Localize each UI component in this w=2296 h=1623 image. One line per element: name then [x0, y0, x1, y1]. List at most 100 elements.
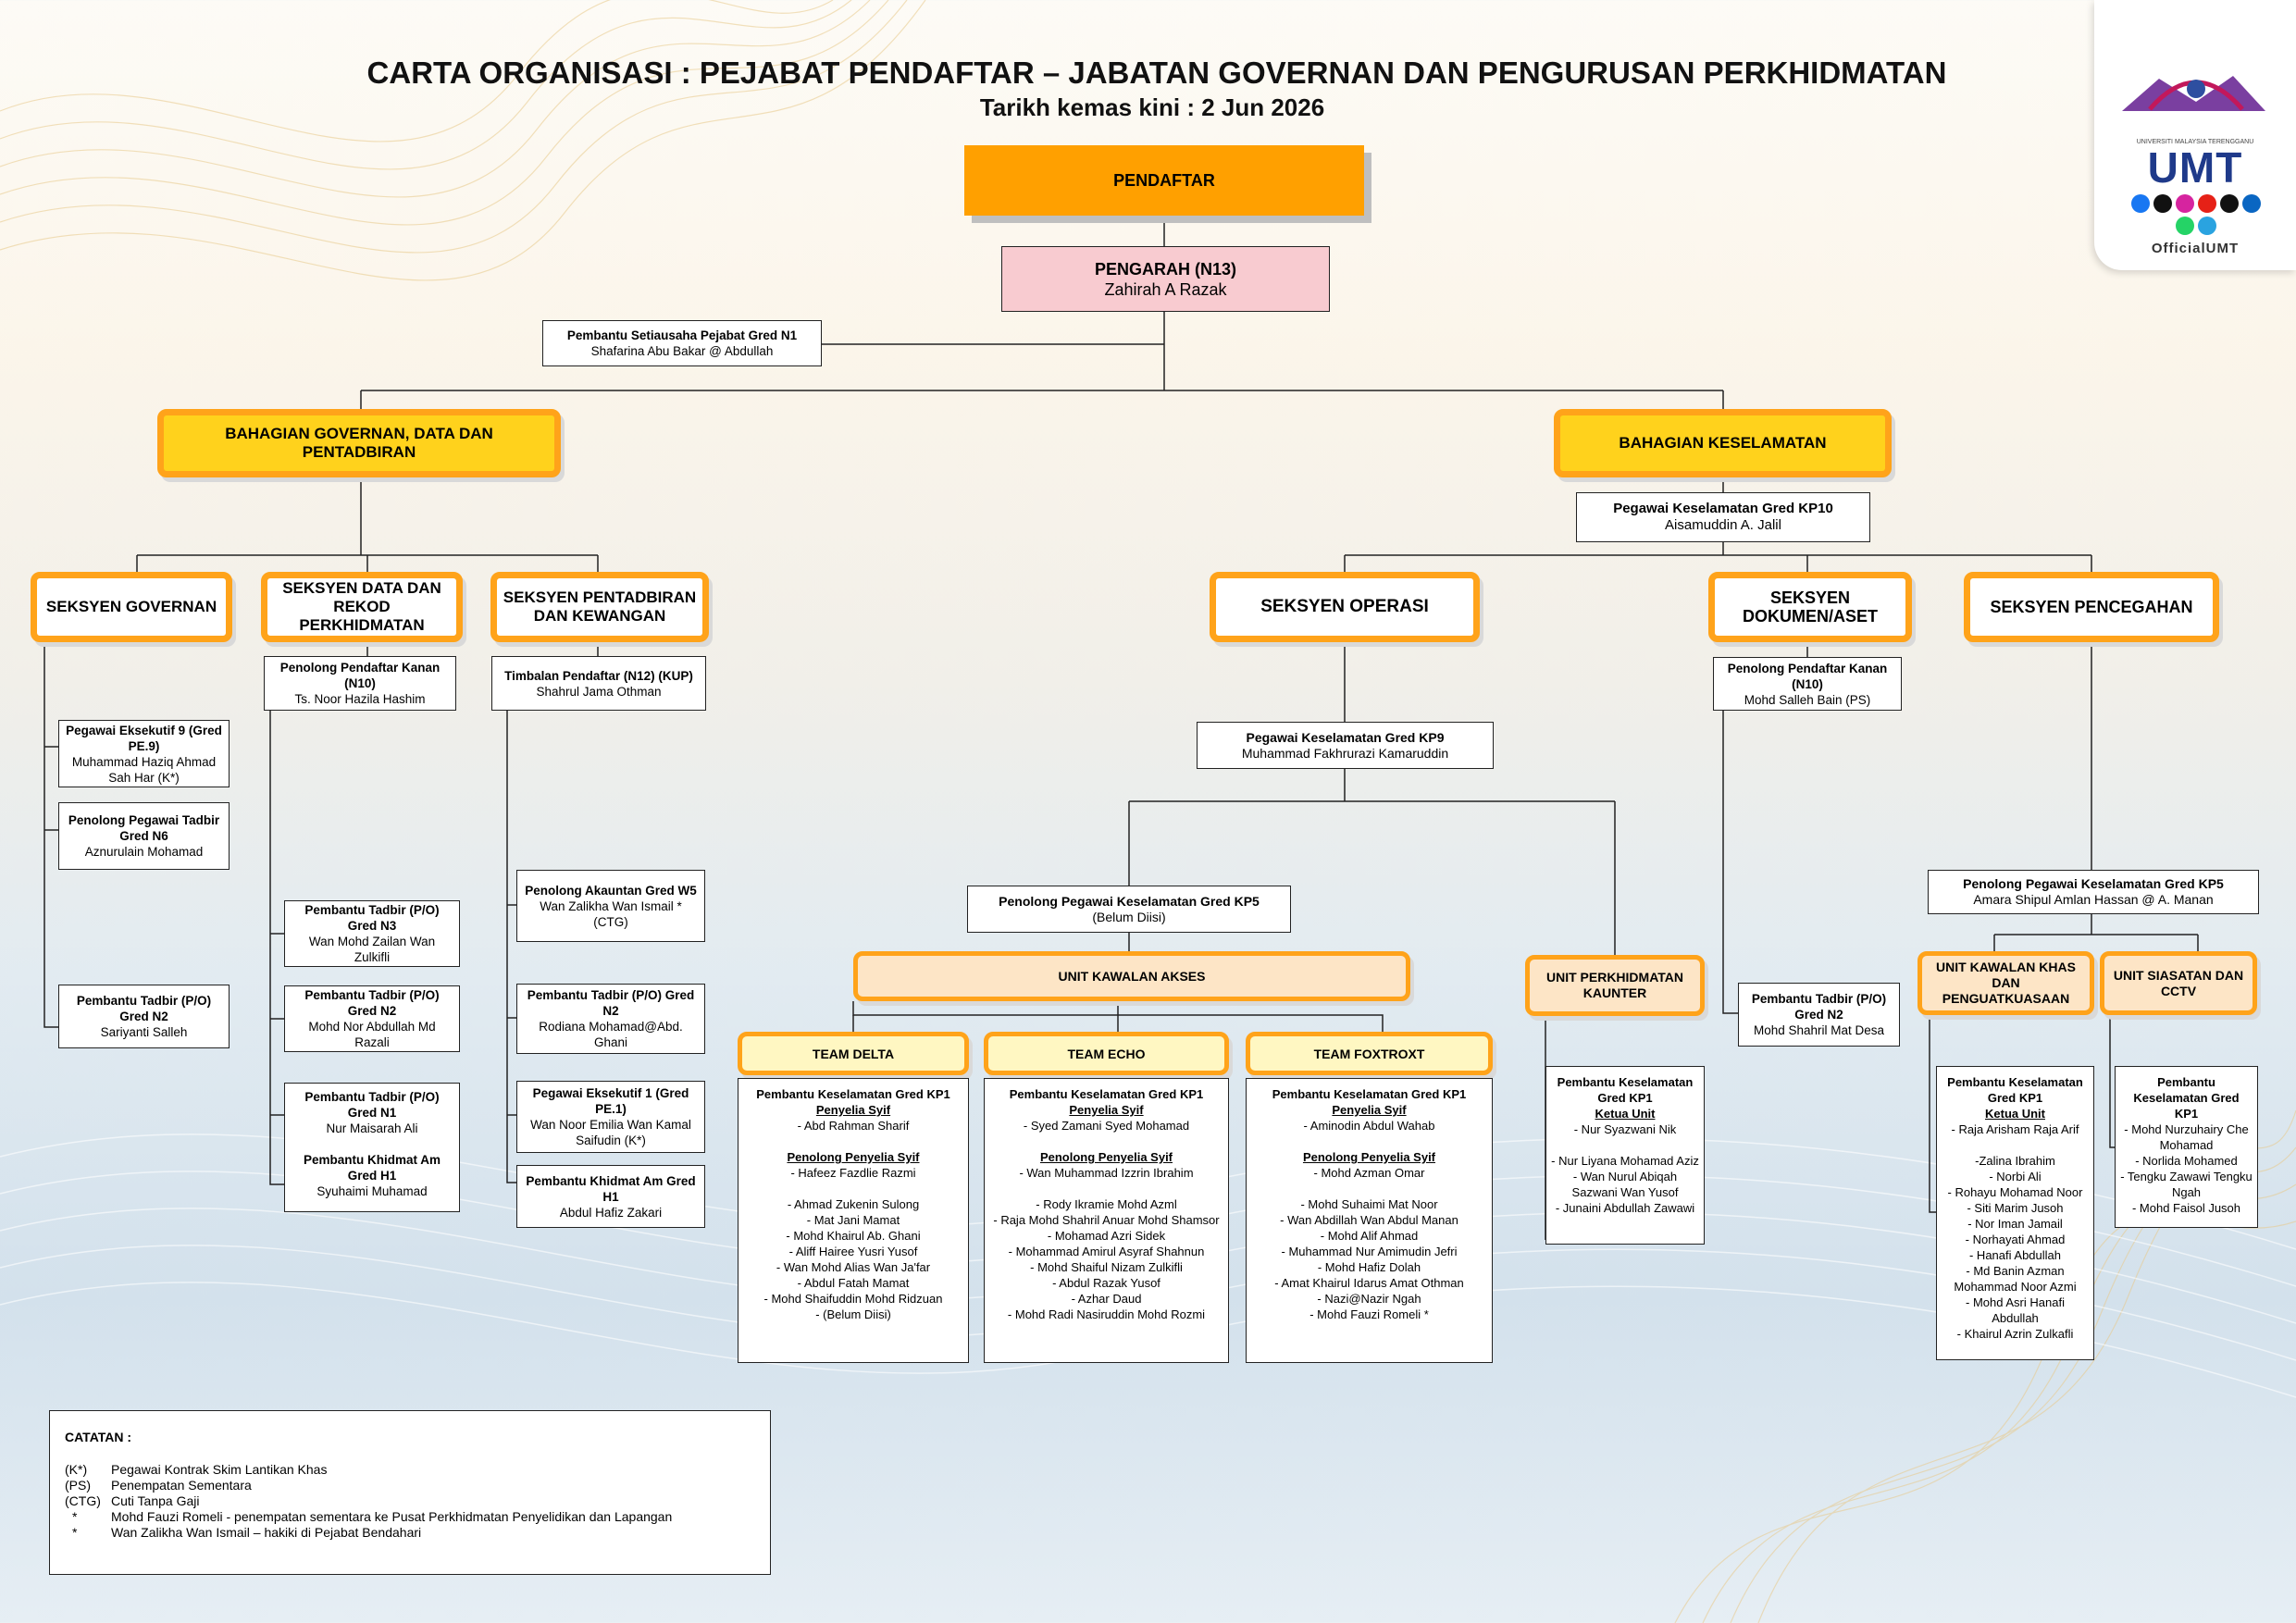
siasatan-cctv-list: Pembantu Keselamatan Gred KP1 - Mohd Nur… — [2115, 1066, 2258, 1228]
pencegahan-kp5-box: Penolong Pegawai Keselamatan Gred KP5 Am… — [1928, 870, 2259, 914]
list-item: - Wan Nurul Abiqah Sazwani Wan Yusof — [1571, 1170, 1679, 1199]
list-item: - Mohamad Azri Sidek — [1047, 1229, 1166, 1243]
logo-university-name: UNIVERSITI MALAYSIA TERENGGANU — [2136, 139, 2254, 145]
data-n1-box: Pembantu Tadbir (P/O) Gred N1 Nur Maisar… — [284, 1083, 460, 1212]
list-item: - Mat Jani Mamat — [806, 1213, 900, 1227]
team-foxtroxt-header: TEAM FOXTROXT — [1246, 1032, 1493, 1075]
kawalan-khas-lead: - Raja Arisham Raja Arif — [1951, 1122, 2079, 1136]
team-delta-sup: - Abd Rahman Sharif — [797, 1119, 910, 1133]
list-item: - Nur Liyana Mohamad Aziz — [1551, 1154, 1699, 1168]
instagram-icon — [2176, 194, 2194, 213]
kaunter-list: Pembantu Keselamatan Gred KP1 Ketua Unit… — [1545, 1066, 1705, 1245]
catatan-row: (K*)Pegawai Kontrak Skim Lantikan Khas — [65, 1462, 755, 1478]
unit-siasatan-cctv-box: UNIT SIASATAN DAN CCTV — [2100, 951, 2257, 1015]
kawalan-khas-sub: Ketua Unit — [1985, 1107, 2045, 1121]
list-item: - Mohd Suhaimi Mat Noor — [1300, 1197, 1438, 1211]
catatan-heading: CATATAN : — [65, 1430, 132, 1444]
list-item: - Ahmad Zukenin Sulong — [787, 1197, 920, 1211]
pengarah-name: Zahirah A Razak — [1104, 279, 1227, 299]
operasi-kp5-box: Penolong Pegawai Keselamatan Gred KP5 (B… — [967, 886, 1291, 933]
team-echo-sup: - Syed Zamani Syed Mohamad — [1023, 1119, 1190, 1133]
list-item: - Wan Abdillah Wan Abdul Manan — [1280, 1213, 1458, 1227]
seksyen-pencegahan-box: SEKSYEN PENCEGAHAN — [1964, 572, 2219, 642]
list-item: - Rody Ikramie Mohd Azml — [1036, 1197, 1177, 1211]
seksyen-governan-box: SEKSYEN GOVERNAN — [31, 572, 232, 642]
kaunter-head: Pembantu Keselamatan Gred KP1 — [1557, 1075, 1694, 1105]
youtube-icon — [2198, 194, 2216, 213]
operasi-kp9-title: Pegawai Keselamatan Gred KP9 — [1246, 729, 1445, 745]
pentadbiran-head-name: Shahrul Jama Othman — [536, 684, 662, 699]
setiausaha-name: Shafarina Abu Bakar @ Abdullah — [590, 344, 774, 358]
list-item: - Mohd Alif Ahmad — [1320, 1229, 1419, 1243]
governan-n2-box: Pembantu Tadbir (P/O) Gred N2 Sariyanti … — [58, 985, 230, 1048]
list-item: - Mohd Nurzuhairy Che Mohamad — [2124, 1122, 2249, 1152]
governan-n6-name: Aznurulain Mohamad — [84, 845, 204, 859]
list-item: -Zalina Ibrahim — [1975, 1154, 2055, 1168]
dokumen-head-box: Penolong Pendaftar Kanan (N10) Mohd Sall… — [1713, 657, 1902, 711]
catatan-value: Mohd Fauzi Romeli - penempatan sementara… — [111, 1509, 673, 1524]
pentadbiran-w5-box: Penolong Akauntan Gred W5 Wan Zalikha Wa… — [516, 870, 705, 942]
list-item: - Mohd Fauzi Romeli * — [1309, 1307, 1429, 1321]
pencegahan-kp5-title: Penolong Pegawai Keselamatan Gred KP5 — [1963, 876, 2224, 891]
team-delta-asst: - Hafeez Fazdlie Razmi — [790, 1166, 916, 1180]
pentadbiran-pe1-box: Pegawai Eksekutif 1 (Gred PE.1) Wan Noor… — [516, 1081, 705, 1153]
team-delta-sub2: Penolong Penyelia Syif — [787, 1150, 920, 1164]
list-item: - Mohd Faisol Jusoh — [2131, 1201, 2241, 1215]
catatan-key: * — [72, 1509, 78, 1524]
list-item: - Mohd Hafiz Dolah — [1317, 1260, 1421, 1274]
kp10-box: Pegawai Keselamatan Gred KP10 Aisamuddin… — [1576, 492, 1870, 542]
list-item: - Abdul Razak Yusof — [1052, 1276, 1160, 1290]
pentadbiran-pe1-name: Wan Noor Emilia Wan Kamal Saifudin (K*) — [530, 1118, 691, 1147]
list-item: - Tengku Zawawi Tengku Ngah — [2120, 1170, 2253, 1199]
pengarah-box: PENGARAH (N13) Zahirah A Razak — [1001, 246, 1330, 312]
pentadbiran-w5-title: Penolong Akauntan Gred W5 — [525, 883, 697, 898]
bahagian-governan-box: BAHAGIAN GOVERNAN, DATA DAN PENTADBIRAN — [157, 409, 561, 477]
list-item: - Nor Iman Jamail — [1967, 1217, 2063, 1231]
pentadbiran-n2-name: Rodiana Mohamad@Abd. Ghani — [539, 1020, 683, 1049]
data-n3-title: Pembantu Tadbir (P/O) Gred N3 — [304, 903, 440, 933]
catatan-key: (PS) — [65, 1478, 91, 1493]
dokumen-head-title: Penolong Pendaftar Kanan (N10) — [1727, 661, 1888, 691]
team-delta-sub1: Penyelia Syif — [815, 1103, 891, 1117]
umt-logo-icon — [2122, 76, 2265, 111]
pencegahan-kp5-name: Amara Shipul Amlan Hassan @ A. Manan — [1973, 892, 2214, 907]
page-title: CARTA ORGANISASI : PEJABAT PENDAFTAR – J… — [366, 56, 1947, 90]
list-item: - Abdul Fatah Mamat — [797, 1276, 910, 1290]
catatan-row: (CTG)Cuti Tanpa Gaji — [65, 1493, 755, 1509]
catatan-key: (CTG) — [65, 1493, 101, 1508]
team-foxtroxt-head: Pembantu Keselamatan Gred KP1 — [1272, 1087, 1467, 1101]
data-n3-box: Pembantu Tadbir (P/O) Gred N3 Wan Mohd Z… — [284, 900, 460, 967]
catatan-box: CATATAN : (K*)Pegawai Kontrak Skim Lanti… — [49, 1410, 771, 1575]
facebook-icon — [2131, 194, 2150, 213]
data-n3-name: Wan Mohd Zailan Wan Zulkifli — [308, 935, 436, 964]
list-item: - Mohd Khairul Ab. Ghani — [786, 1229, 921, 1243]
operasi-kp9-name: Muhammad Fakhrurazi Kamaruddin — [1241, 745, 1449, 761]
list-item: - Norbi Ali — [1989, 1170, 2042, 1183]
team-foxtroxt-list: Pembantu Keselamatan Gred KP1 Penyelia S… — [1246, 1078, 1493, 1363]
setiausaha-title: Pembantu Setiausaha Pejabat Gred N1 — [566, 328, 798, 342]
data-n1-name: Nur Maisarah Ali — [326, 1121, 418, 1135]
dokumen-head-name: Mohd Salleh Bain (PS) — [1744, 692, 1871, 707]
logo-text: UMT — [2147, 143, 2243, 192]
list-item: - Siti Marim Jusoh — [1967, 1201, 2064, 1215]
list-item: - Norhayati Ahmad — [1965, 1233, 2066, 1246]
list-item: - Mohd Radi Nasiruddin Mohd Rozmi — [1007, 1307, 1206, 1321]
list-item: - Raja Mohd Shahril Anuar Mohd Shamsor — [993, 1213, 1220, 1227]
data-n2-title: Pembantu Tadbir (P/O) Gred N2 — [304, 988, 440, 1018]
catatan-row: *Wan Zalikha Wan Ismail – hakiki di Peja… — [65, 1525, 755, 1541]
list-item: - Norlida Mohamed — [2135, 1154, 2238, 1168]
pentadbiran-n2-title: Pembantu Tadbir (P/O) Gred N2 — [527, 988, 695, 1018]
list-item: - Hanafi Abdullah — [1968, 1248, 2061, 1262]
data-head-name: Ts. Noor Hazila Hashim — [294, 692, 426, 706]
page-subtitle: Tarikh kemas kini : 2 Jun 2026 — [979, 93, 1325, 121]
data-h1-title: Pembantu Khidmat Am Gred H1 — [303, 1153, 441, 1183]
data-n2-box: Pembantu Tadbir (P/O) Gred N2 Mohd Nor A… — [284, 985, 460, 1052]
pentadbiran-h1-box: Pembantu Khidmat Am Gred H1 Abdul Hafiz … — [516, 1165, 705, 1228]
team-echo-asst: - Wan Muhammad Izzrin Ibrahim — [1019, 1166, 1194, 1180]
catatan-row: * Mohd Fauzi Romeli - penempatan sementar… — [65, 1509, 755, 1525]
list-item: - Muhammad Nur Amimudin Jefri — [1281, 1245, 1458, 1258]
linkedin-icon — [2242, 194, 2261, 213]
list-item: - Rohayu Mohamad Noor — [1947, 1185, 2083, 1199]
list-item: - (Belum Diisi) — [815, 1307, 891, 1321]
